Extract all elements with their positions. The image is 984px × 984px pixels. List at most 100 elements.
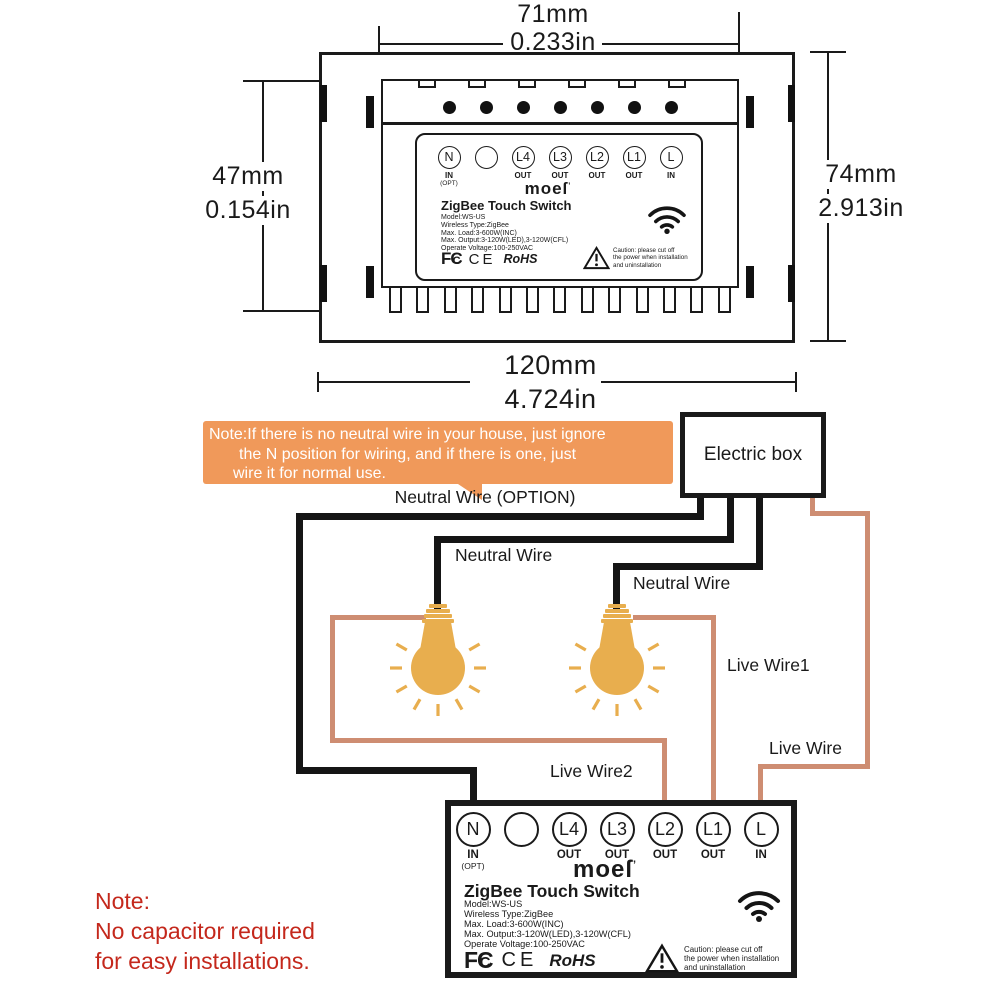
live-wire-2 xyxy=(662,738,667,806)
side-clip xyxy=(746,96,754,128)
live-wire-2 xyxy=(330,738,667,743)
comb-tooth xyxy=(389,288,402,313)
terminal-l: L xyxy=(659,145,683,169)
mount-tab xyxy=(788,265,795,302)
dimension-line xyxy=(379,43,503,45)
caution-text: Caution: please cut off the power when i… xyxy=(684,945,779,973)
terminal-n: N xyxy=(455,812,491,847)
terminal-letter: L1 xyxy=(702,819,724,839)
terminal-letter: L3 xyxy=(553,150,567,164)
rohs-mark: RoHS xyxy=(503,252,538,266)
edge-notch xyxy=(418,81,436,88)
spec-line: Operate Voltage:100-250VAC xyxy=(441,245,534,253)
dim-bottom-inch: 4.724in xyxy=(504,384,597,414)
note-line: for easy installations. xyxy=(95,948,310,974)
spec-line: Max. Output:3-120W(LED),3-120W(CFL) xyxy=(464,928,631,939)
caution-line: Caution: please cut off xyxy=(613,247,675,254)
comb-tooth xyxy=(416,288,430,313)
comb-tooth xyxy=(635,288,649,313)
live-wire-2 xyxy=(330,615,335,743)
terminal-role: OUT xyxy=(551,171,569,180)
callout-tail xyxy=(458,484,482,500)
caution-line: Caution: please cut off xyxy=(684,945,763,954)
note-line: Note: xyxy=(95,888,150,914)
dim-left-mm: 47mm xyxy=(178,162,318,191)
dimension-line xyxy=(602,43,739,45)
product-title: ZigBee Touch Switch xyxy=(464,881,640,901)
note-line: the N position for wiring, and if there … xyxy=(239,445,577,463)
edge-notch xyxy=(518,81,536,88)
neutral-option-wire xyxy=(296,513,303,774)
edge-notch xyxy=(468,81,486,88)
dim-right-inch: 2.913in xyxy=(798,194,924,223)
live-wire-main xyxy=(758,764,763,806)
dimension-tick xyxy=(317,372,319,392)
terminal-letter: L1 xyxy=(627,150,641,164)
dim-bottom-mm: 120mm xyxy=(504,350,597,380)
ce-mark: CE xyxy=(468,250,496,268)
comb-tooth xyxy=(498,288,512,313)
terminal-hole xyxy=(442,100,456,114)
terminal-l2: L2 xyxy=(647,812,683,847)
brand-text: moeſ xyxy=(572,856,633,883)
spec-line: Model:WS-US xyxy=(464,899,523,909)
dim-right-mm: 74mm xyxy=(801,160,921,189)
terminal-hole xyxy=(479,100,493,114)
neutral-wire-bulb2 xyxy=(613,563,763,570)
neutral-option-wire xyxy=(470,767,477,806)
terminal-hole xyxy=(590,100,604,114)
ce-mark: CE xyxy=(501,949,538,971)
terminal-letter: L2 xyxy=(654,819,676,839)
spec-line: Max. Load:3-600W(INC) xyxy=(441,229,517,237)
edge-notch xyxy=(568,81,586,88)
comb-tooth xyxy=(608,288,622,313)
label-live-wire-main: Live Wire xyxy=(769,738,842,758)
terminal-l3: L3 xyxy=(548,145,572,169)
fcc-mark: FC xyxy=(464,947,494,973)
side-clip xyxy=(746,266,754,298)
light-bulb-icon xyxy=(569,604,665,716)
neutral-wire-bulb1 xyxy=(727,498,734,543)
terminal-note: (OPT) xyxy=(440,180,458,187)
brand-mark: ’ xyxy=(568,180,572,190)
spec-list: Model:WS-US Wireless Type:ZigBee Max. Lo… xyxy=(464,899,631,950)
terminal-letter: L2 xyxy=(590,150,604,164)
fcc-mark-inner: C xyxy=(452,254,461,267)
dimension-tick xyxy=(795,372,797,392)
terminal-l4: L4 xyxy=(511,145,535,169)
terminal-letter: L xyxy=(755,819,766,839)
terminal-letter: N xyxy=(466,819,480,839)
edge-notch xyxy=(668,81,686,88)
label-neutral-wire-1: Neutral Wire xyxy=(455,545,553,565)
dimension-tick xyxy=(243,310,365,312)
mount-tab xyxy=(320,265,327,302)
neutral-wire-bulb1 xyxy=(434,536,734,543)
spec-line: Wireless Type:ZigBee xyxy=(441,221,509,229)
comb-tooth xyxy=(526,288,540,313)
comb-tooth xyxy=(717,288,731,313)
live-wire-main xyxy=(865,511,870,769)
terminal-role: IN xyxy=(755,849,767,861)
electric-box: Electric box xyxy=(680,412,826,498)
neutral-wire-bulb2 xyxy=(756,498,763,570)
mount-tab xyxy=(320,85,327,122)
terminal-hole xyxy=(664,100,678,114)
label-neutral-option: Neutral Wire (OPTION) xyxy=(394,487,576,507)
terminal-role: IN xyxy=(467,849,479,861)
spec-list: Model:WS-US Wireless Type:ZigBee Max. Lo… xyxy=(441,214,568,253)
caution-line: and uninstallation xyxy=(684,963,746,973)
edge-notch xyxy=(618,81,636,88)
electric-box-label: Electric box xyxy=(703,444,803,465)
terminal-role: OUT xyxy=(588,171,606,180)
rohs-mark: RoHS xyxy=(549,950,596,970)
neutral-option-wire xyxy=(296,513,704,520)
terminal-letter: N xyxy=(444,150,454,164)
terminal-l3: L3 xyxy=(599,812,635,847)
live-wire-2 xyxy=(330,615,426,620)
terminal-blank xyxy=(503,812,539,847)
terminal-role: OUT xyxy=(514,171,532,180)
terminal-hole xyxy=(516,100,530,114)
terminal-role: OUT xyxy=(604,849,630,861)
